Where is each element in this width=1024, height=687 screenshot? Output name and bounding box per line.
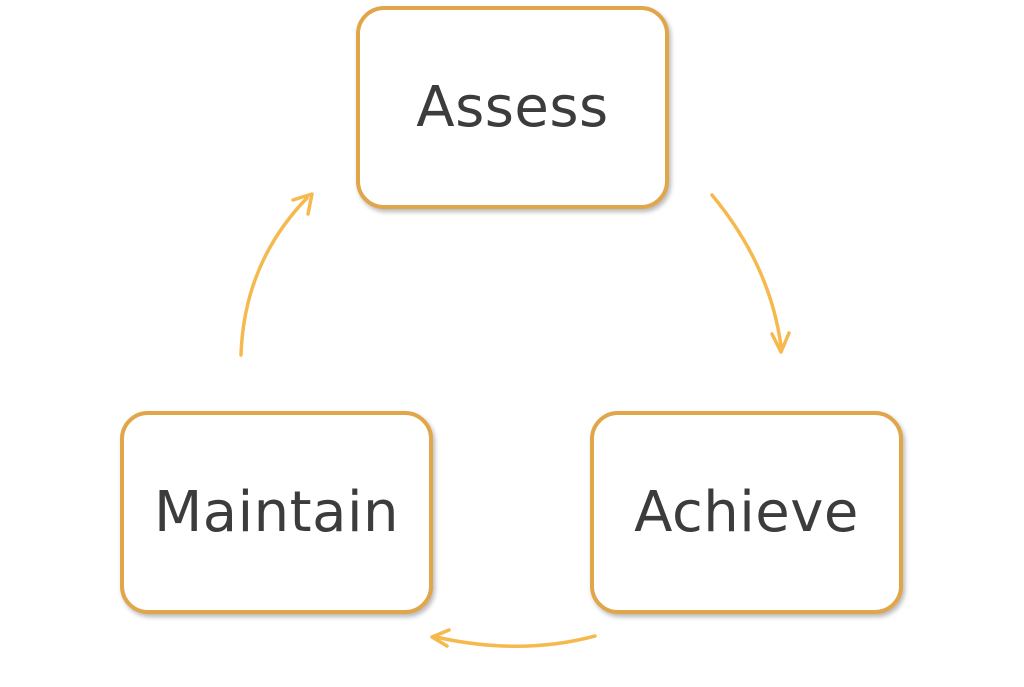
arrow-achieve-to-maintain bbox=[430, 628, 597, 648]
node-maintain: Maintain bbox=[120, 411, 433, 614]
arrow-maintain-to-assess bbox=[239, 192, 314, 357]
node-label-maintain: Maintain bbox=[153, 480, 399, 545]
arrow-assess-to-achieve bbox=[710, 193, 791, 354]
node-assess: Assess bbox=[356, 6, 669, 209]
node-label-assess: Assess bbox=[416, 75, 609, 140]
node-achieve: Achieve bbox=[590, 411, 903, 614]
node-label-achieve: Achieve bbox=[634, 480, 859, 545]
